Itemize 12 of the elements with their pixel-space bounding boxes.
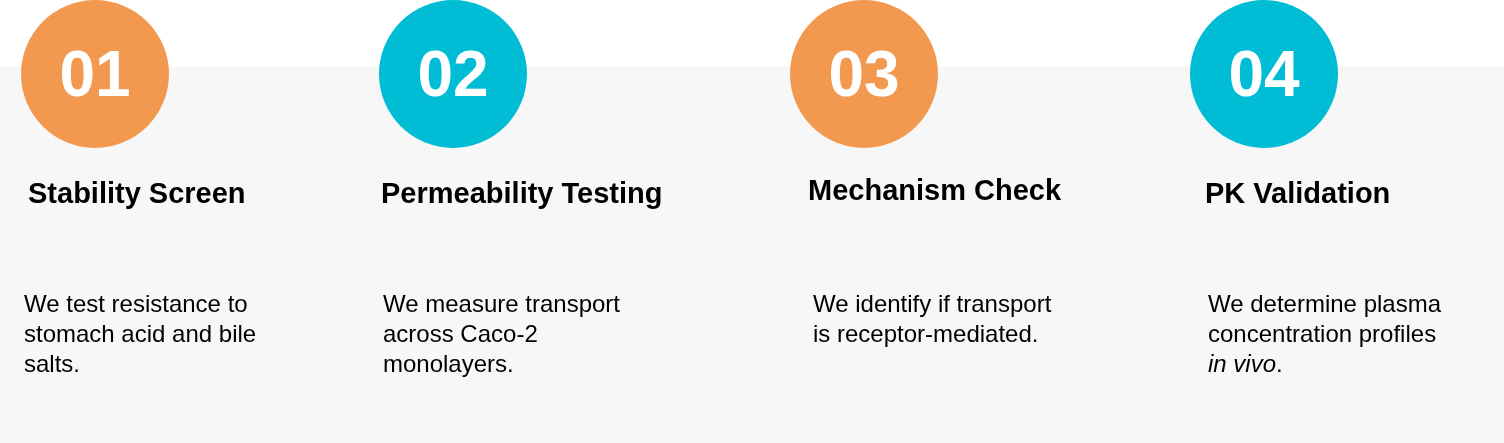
step-description: We measure transport across Caco-2 monolayers. [383, 289, 621, 379]
step-number-badge: 02 [379, 0, 527, 148]
step-number-badge: 03 [790, 0, 938, 148]
step-number-badge: 04 [1190, 0, 1338, 148]
step-heading: Mechanism Check [808, 174, 1062, 207]
step-description: We test resistance to stomach acid and bile salts. [24, 289, 258, 379]
step-heading: PK Validation [1205, 177, 1391, 210]
step-heading: Stability Screen [28, 177, 246, 210]
step-description: We identify if transport is receptor-mediated. [813, 289, 1053, 349]
step-number-badge: 01 [21, 0, 169, 148]
step-description: We determine plasma concentration profiles in vivo. [1208, 289, 1442, 379]
step-heading: Permeability Testing [381, 177, 663, 210]
